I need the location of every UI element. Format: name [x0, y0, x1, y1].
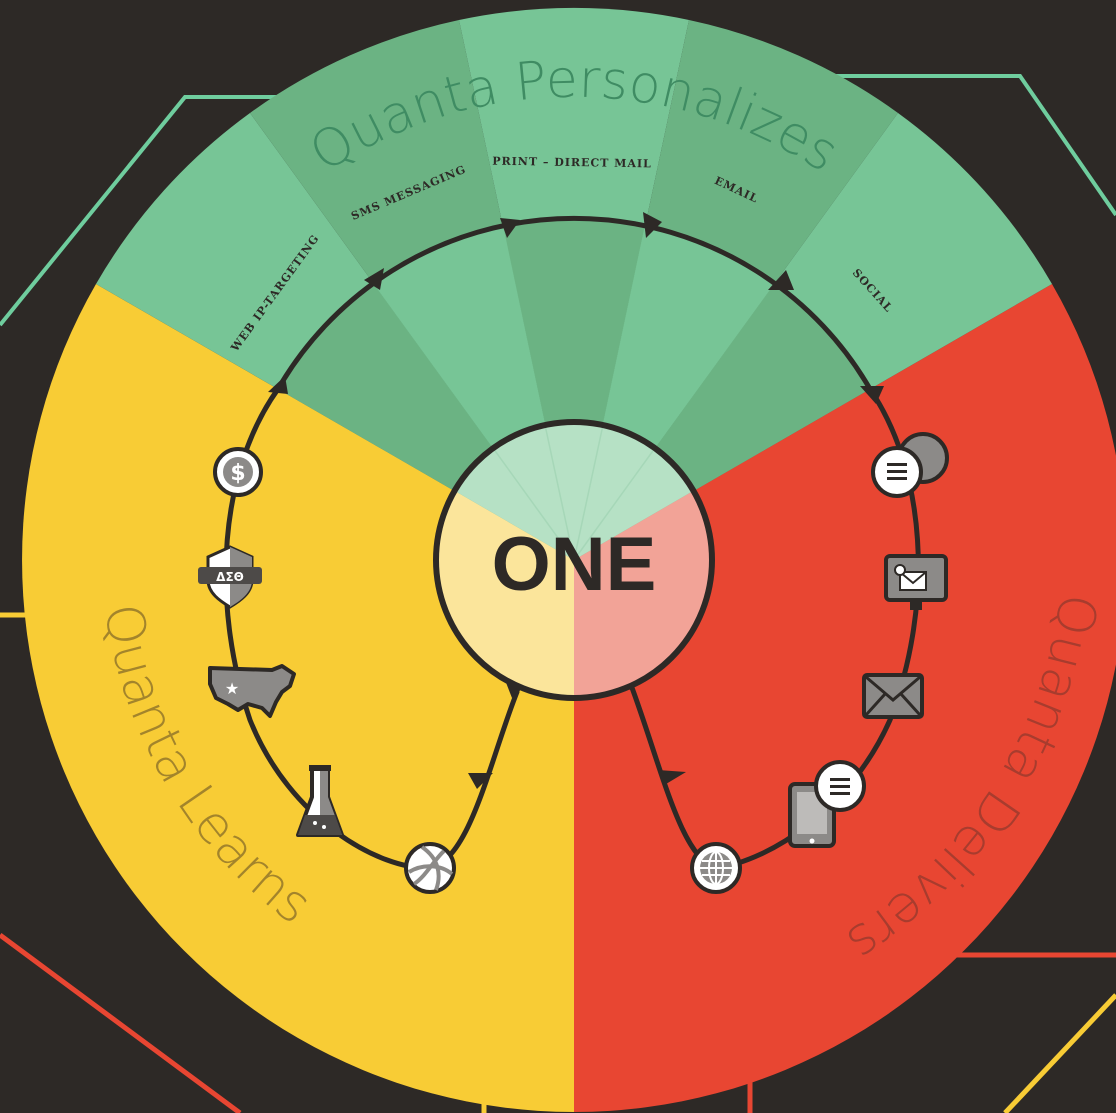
accent-line-green-left — [0, 95, 300, 327]
center-label: ONE — [492, 522, 657, 607]
arrowhead-7 — [468, 773, 493, 789]
greek-shield-icon: ΔΣΘ — [198, 545, 262, 609]
tablet-message-icon — [788, 760, 866, 848]
sector-learns — [22, 284, 574, 1112]
arrowhead-3 — [500, 218, 520, 238]
arrowhead-9 — [658, 770, 686, 784]
learns-icons: $ ΔΣΘ ★ — [198, 447, 456, 894]
arrowheads — [268, 212, 884, 789]
arrowhead-4 — [643, 212, 662, 238]
arrowhead-1 — [268, 376, 288, 394]
usa-map-icon: ★ — [208, 664, 296, 718]
accent-line-red-left — [0, 932, 242, 1113]
channel-label-print: PRINT – DIRECT MAIL — [492, 155, 652, 171]
arrowhead-2 — [364, 268, 384, 290]
center-rays — [492, 424, 656, 561]
delivers-icons — [690, 432, 949, 894]
center-half-learns — [436, 491, 574, 698]
volleyball-icon — [404, 842, 456, 894]
star-glyph: ★ — [225, 679, 239, 698]
inner-wedge-3 — [503, 217, 645, 560]
center-top-personalizes — [455, 422, 693, 560]
dollar-icon: $ — [213, 447, 263, 497]
arrowhead-5 — [768, 270, 794, 290]
accent-line-green-right — [820, 74, 1116, 217]
greek-glyph: ΔΣΘ — [216, 570, 244, 584]
center-half-delivers — [574, 491, 712, 698]
display-mail-icon — [884, 554, 948, 610]
arrowhead-6 — [860, 386, 884, 404]
dollar-glyph: $ — [230, 461, 245, 486]
globe-icon — [690, 842, 742, 894]
flask-icon — [296, 765, 344, 837]
cycle-arc-top — [275, 215, 873, 392]
accent-line-yellow-right — [1003, 993, 1116, 1113]
envelope-icon — [862, 673, 924, 719]
center-circle: ONE — [433, 419, 715, 701]
chat-bubbles-icon — [871, 432, 949, 498]
center-outline — [433, 419, 715, 701]
sector-delivers — [574, 284, 1116, 1112]
